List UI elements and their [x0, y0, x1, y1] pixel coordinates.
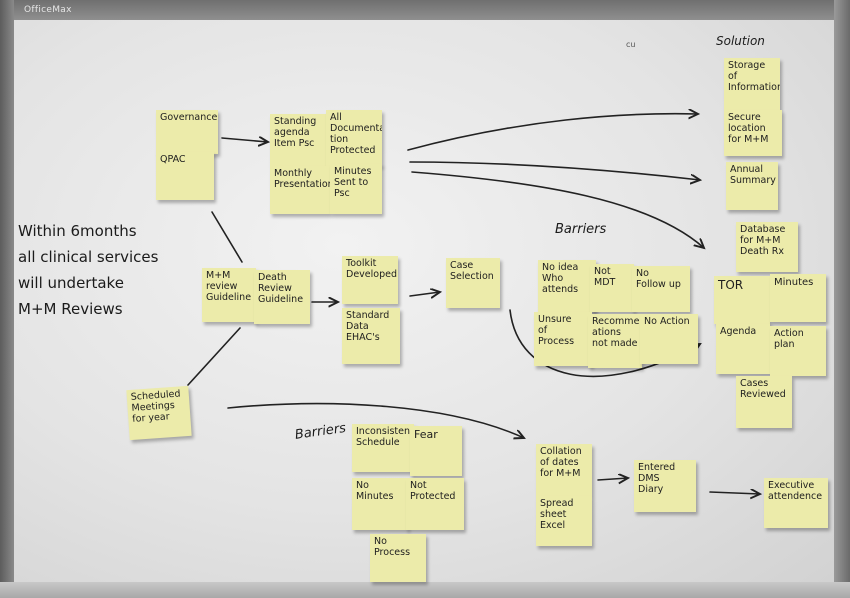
arrow-to-storage [407, 114, 698, 151]
brand-label: OfficeMax [24, 5, 72, 15]
note-executive-attendance: Executive attendence [764, 478, 828, 528]
note-qpac: QPAC [156, 152, 214, 200]
note-no-process: No Process [370, 534, 426, 582]
line-guideline-to-scheduled [187, 327, 241, 386]
arrow-to-annual-summary [409, 161, 700, 180]
note-all-documentation: All Documenta tion Protected [326, 110, 382, 166]
arrow-toolkit-to-case [409, 292, 440, 296]
note-scheduled-meetings: Scheduled Meetings for year [126, 385, 192, 441]
note-unsure-process: Unsure of Process [534, 312, 592, 366]
frame-right-edge [834, 0, 850, 598]
note-inconsistent-schedule: Inconsistent Schedule [352, 424, 414, 472]
frame-top-edge [0, 0, 850, 20]
line-qpac-to-guideline [211, 211, 243, 263]
note-fear: Fear [410, 426, 462, 476]
arrow-collation-to-dms [597, 478, 628, 480]
note-collation: Collation of dates for M+M [536, 444, 592, 496]
note-action-plan: Action plan [770, 326, 826, 376]
note-no-action: No Action [640, 314, 698, 364]
note-standing-agenda: Standing agenda Item Psc [270, 114, 328, 166]
note-storage: Storage of Information [724, 58, 780, 110]
note-minutes-sent: Minutes Sent to Psc [330, 164, 382, 214]
note-not-mdt: Not MDT [590, 264, 634, 312]
arrow-governance-to-agenda [221, 138, 268, 142]
note-death-review-guideline: Death Review Guideline [254, 270, 310, 324]
note-database: Database for M+M Death Rx [736, 222, 798, 272]
note-agenda: Agenda [716, 324, 770, 374]
arrow-dms-to-executive [709, 492, 760, 494]
note-not-protected: Not Protected [406, 478, 464, 530]
goal-statement: Within 6months all clinical services wil… [18, 222, 159, 318]
note-toolkit-developed: Toolkit Developed [342, 256, 398, 304]
note-mm-review-guideline: M+M review Guideline [202, 268, 256, 322]
note-no-minutes: No Minutes [352, 478, 408, 530]
note-tor: TOR [714, 276, 770, 324]
note-recommendations: Recommend ations not made [588, 314, 642, 368]
note-cases-reviewed: Cases Reviewed [736, 376, 792, 428]
note-no-idea: No idea Who attends [538, 260, 596, 312]
note-entered-dms-diary: Entered DMS Diary [634, 460, 696, 512]
note-no-follow-up: No Follow up [632, 266, 690, 312]
solution-heading: Solution [716, 34, 765, 48]
note-spreadsheet: Spread sheet Excel [536, 496, 592, 546]
arrow-scheduled-to-collation [227, 402, 524, 438]
note-secure-location: Secure location for M+M [724, 110, 782, 156]
note-monthly-presentation: Monthly Presentation [270, 166, 330, 214]
note-annual-summary: Annual Summary [726, 162, 778, 210]
note-standard-data: Standard Data EHAC's [342, 308, 400, 364]
note-case-selection: Case Selection [446, 258, 500, 308]
board-mark: cu [626, 40, 636, 49]
arrow-to-database [411, 171, 704, 248]
note-minutes: Minutes [770, 274, 826, 322]
note-governance: Governance [156, 110, 218, 154]
frame-bottom-edge [0, 582, 850, 598]
barriers-heading-top: Barriers [555, 222, 607, 237]
frame-left-edge [0, 0, 14, 598]
